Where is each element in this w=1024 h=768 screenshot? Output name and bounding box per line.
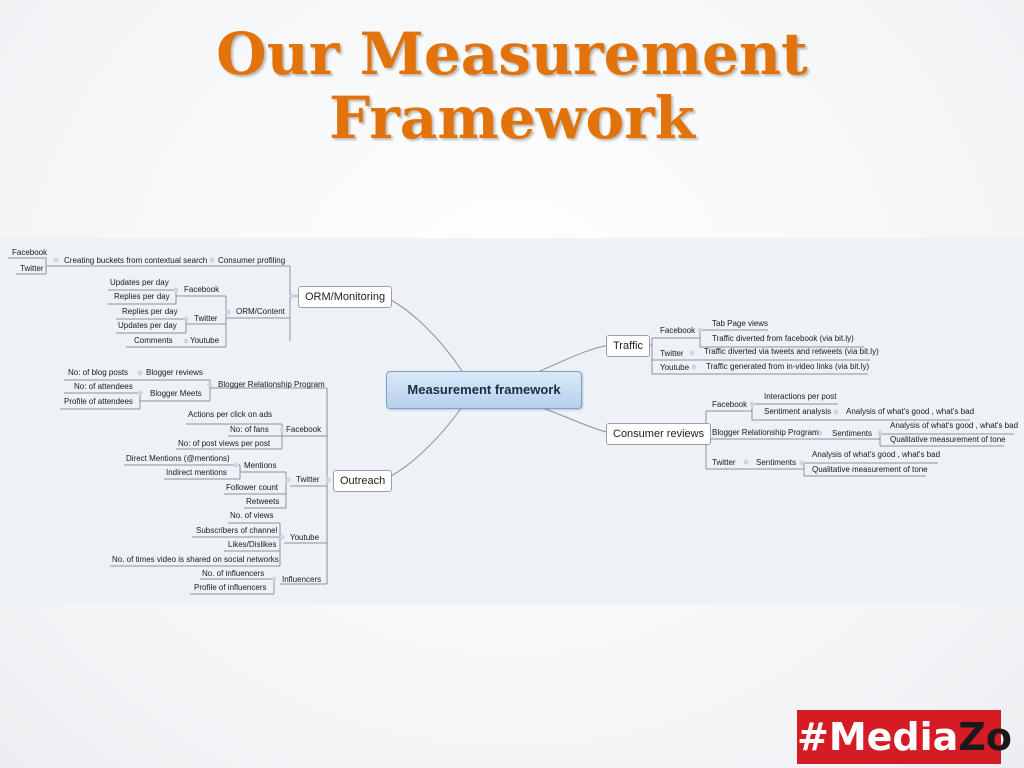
label-outreach-twitter[interactable]: Twitter — [296, 475, 320, 484]
label-fans[interactable]: No: of fans — [230, 425, 269, 434]
label-fb-diverted[interactable]: Traffic diverted from facebook (via bit.… — [712, 334, 854, 343]
label-tw-qualitative[interactable]: Qualitative measurement of tone — [812, 465, 928, 474]
label-tw-replies[interactable]: Replies per day — [122, 307, 178, 316]
label-profile-attendees[interactable]: Profile of attendees — [64, 397, 133, 406]
connector-outreach-stem — [326, 388, 330, 584]
label-yt-generated[interactable]: Traffic generated from in-video links (v… — [706, 362, 870, 371]
label-outreach-youtube[interactable]: Youtube — [290, 533, 320, 542]
connector-central-outreach — [382, 406, 463, 481]
label-profile-influencers[interactable]: Profile of influencers — [194, 583, 267, 592]
connector-central-traffic — [539, 344, 611, 372]
slide-title: Our Measurement Framework — [0, 22, 1024, 150]
label-blogger-program[interactable]: Blogger Relationship Program — [218, 380, 325, 389]
label-blogger-meets[interactable]: Blogger Meets — [150, 389, 202, 398]
label-blog-posts[interactable]: No: of blog posts — [68, 368, 129, 377]
label-reviews-facebook[interactable]: Facebook — [712, 400, 748, 409]
label-views[interactable]: No. of views — [230, 511, 274, 520]
node-orm-monitoring[interactable]: ORM/Monitoring — [298, 286, 393, 308]
label-blogger-reviews[interactable]: Blogger reviews — [146, 368, 203, 377]
mediazo-logo: #MediaZo — [797, 710, 1012, 764]
label-outreach-facebook[interactable]: Facebook — [286, 425, 322, 434]
label-tw-updates[interactable]: Updates per day — [118, 321, 177, 330]
label-bp-good-bad[interactable]: Analysis of what's good , what's bad — [890, 421, 1019, 430]
label-subscribers[interactable]: Subscribers of channel — [196, 526, 278, 535]
label-tw-sentiments[interactable]: Sentiments — [756, 458, 797, 467]
label-creating-buckets[interactable]: Creating buckets from contextual search — [64, 256, 208, 265]
connector-central-orm — [382, 295, 463, 372]
label-tw-diverted[interactable]: Traffic diverted via tweets and retweets… — [704, 347, 879, 356]
badge-suffix: Zo — [958, 715, 1012, 759]
label-fb-updates[interactable]: Updates per day — [110, 278, 169, 287]
label-yt-comments[interactable]: Comments — [134, 336, 173, 345]
label-traffic-twitter[interactable]: Twitter — [660, 349, 684, 358]
label-fb-replies[interactable]: Replies per day — [114, 292, 170, 301]
node-consumer-reviews[interactable]: Consumer reviews — [606, 423, 712, 445]
label-cp-twitter[interactable]: Twitter — [20, 264, 44, 273]
label-orm-content[interactable]: ORM/Content — [236, 307, 285, 316]
label-direct-mentions[interactable]: Direct Mentions (@mentions) — [126, 454, 230, 463]
label-fb-good-bad[interactable]: Analysis of what's good , what's bad — [846, 407, 975, 416]
title-line-1: Our Measurement — [216, 20, 808, 88]
node-outreach[interactable]: Outreach — [333, 470, 393, 492]
label-cp-facebook[interactable]: Facebook — [12, 248, 48, 257]
label-indirect-mentions[interactable]: Indirect mentions — [166, 468, 227, 477]
label-oc-twitter[interactable]: Twitter — [194, 314, 218, 323]
badge-prefix: #Media — [797, 715, 959, 759]
label-retweets[interactable]: Retweets — [246, 497, 280, 506]
label-mentions[interactable]: Mentions — [244, 461, 277, 470]
label-tab-views[interactable]: Tab Page views — [712, 319, 769, 328]
node-central[interactable]: Measurement framework — [386, 371, 582, 409]
label-tw-good-bad[interactable]: Analysis of what's good , what's bad — [812, 450, 941, 459]
node-traffic[interactable]: Traffic — [606, 335, 650, 357]
label-bp-qualitative[interactable]: Qualitative measurement of tone — [890, 435, 1006, 444]
label-bp-sentiments[interactable]: Sentiments — [832, 429, 873, 438]
title-line-2: Framework — [329, 84, 695, 152]
label-oc-youtube[interactable]: Youtube — [190, 336, 220, 345]
label-interactions[interactable]: Interactions per post — [764, 392, 837, 401]
label-influencers[interactable]: Influencers — [282, 575, 322, 584]
label-sentiment-analysis[interactable]: Sentiment analysis — [764, 407, 832, 416]
label-consumer-profiling[interactable]: Consumer profiling — [218, 256, 286, 265]
label-oc-facebook[interactable]: Facebook — [184, 285, 220, 294]
label-reviews-blogger-program[interactable]: Blogger Relationship Program — [712, 428, 819, 437]
label-post-views[interactable]: No: of post views per post — [178, 439, 271, 448]
label-traffic-facebook[interactable]: Facebook — [660, 326, 696, 335]
label-num-influencers[interactable]: No. of influencers — [202, 569, 265, 578]
mindmap-canvas: ORM/Monitoring Consumer profiling Creati… — [0, 238, 1024, 603]
label-shared[interactable]: No. of times video is shared on social n… — [112, 555, 279, 564]
connector-orm-stem — [289, 266, 298, 341]
label-traffic-youtube[interactable]: Youtube — [660, 363, 690, 372]
connector-central-reviews — [539, 406, 611, 434]
label-actions-per-click[interactable]: Actions per click on ads — [188, 410, 273, 419]
label-follower-count[interactable]: Follower count — [226, 483, 279, 492]
label-likes[interactable]: Likes/Dislikes — [228, 540, 277, 549]
label-reviews-twitter[interactable]: Twitter — [712, 458, 736, 467]
label-attendees[interactable]: No: of attendees — [74, 382, 133, 391]
